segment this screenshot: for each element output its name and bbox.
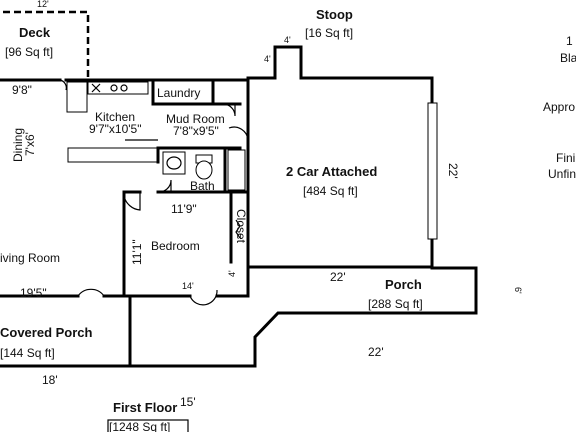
legend-line-2: Bla [560, 51, 576, 65]
dining-dim: 7'x6' [23, 132, 37, 156]
garage-area: [484 Sq ft] [303, 184, 358, 198]
porch-top-dim: 22' [330, 270, 346, 284]
mudroom-dim: 7'8"x9'5" [173, 124, 219, 138]
dim-15: 15' [180, 395, 196, 409]
legend-line-4: Fini [556, 151, 575, 165]
kitchen-cabinets [66, 81, 159, 163]
mudroom-label: Mud Room [166, 112, 225, 126]
closet-depth-dim: 4' [227, 270, 237, 277]
bath-label: Bath [190, 179, 215, 193]
first-floor-area: [1248 Sq ft] [109, 420, 170, 432]
porch-bottom-dim: 22' [368, 345, 384, 359]
kitchen-dim: 9'7"x10'5" [89, 122, 141, 136]
bedroom-width-dim: 14' [182, 281, 194, 291]
door-swings [59, 79, 249, 306]
closet-label: Closet [234, 209, 248, 244]
legend-line-3: Appro [543, 100, 575, 114]
dim-9-8: 9'8" [12, 83, 32, 97]
deck-width-dim: 12' [37, 0, 49, 9]
legend-line-1: 1 [566, 34, 573, 48]
dim-11-9: 11'9" [171, 202, 197, 216]
legend-line-5: Unfin [548, 167, 576, 181]
porch-side-dim: 6' [513, 287, 523, 294]
first-floor-label: First Floor [113, 400, 177, 415]
deck-area: [96 Sq ft] [5, 45, 53, 59]
covered-porch-label: Covered Porch [0, 325, 93, 340]
stoop-area: [16 Sq ft] [305, 26, 353, 40]
dining-label: Dining [11, 128, 25, 162]
deck-outline [3, 10, 90, 80]
stoop-width-dim: 4' [284, 35, 291, 45]
first-floor-area-box [107, 419, 189, 432]
bedroom-label: Bedroom [151, 239, 200, 253]
porch-label: Porch [385, 277, 422, 292]
garage-label: 2 Car Attached [286, 164, 377, 179]
laundry-label: Laundry [157, 86, 200, 100]
deck-label: Deck [19, 25, 51, 40]
living-room-label: iving Room [0, 251, 60, 265]
living-room-dim: 19'5" [20, 286, 47, 300]
dim-18: 18' [42, 373, 58, 387]
kitchen-label: Kitchen [95, 110, 135, 124]
covered-porch-area: [144 Sq ft] [0, 346, 55, 360]
garage-depth-dim: 22' [446, 163, 460, 179]
bedroom-height-dim: 11'1" [130, 239, 144, 265]
garage-door [427, 102, 438, 240]
stoop-label: Stoop [316, 7, 353, 22]
stoop-depth-dim: 4' [264, 54, 271, 64]
porch-area: [288 Sq ft] [368, 297, 423, 311]
bath-fixtures [162, 149, 246, 191]
